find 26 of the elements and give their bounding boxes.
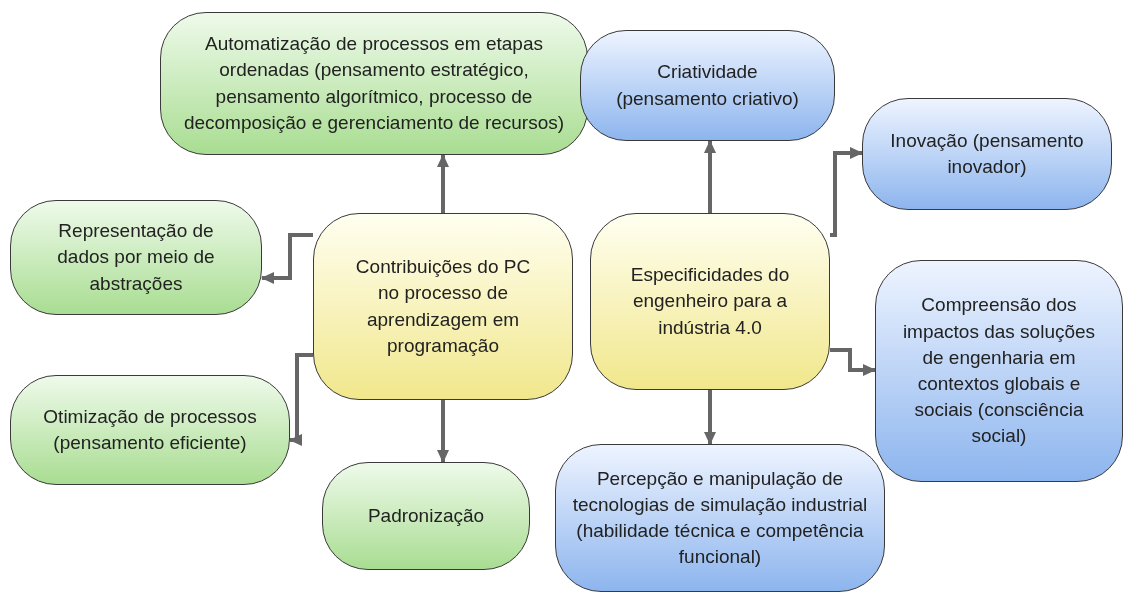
node-text: Contribuições do PC no processo de aprendizagem em programação	[354, 255, 532, 358]
node-text: Compreensão dos impactos das soluções de engenharia em contextos globais e sociais (consciência social)	[901, 293, 1097, 449]
node-text: Percepção e manipulação de tecnologias de simulação industrial (habilidade técnica e competência funcional)	[571, 466, 869, 570]
arrow	[830, 348, 876, 376]
rounded-box	[875, 260, 1123, 482]
rounded-box	[313, 213, 573, 400]
arrow	[830, 147, 863, 237]
rounded-box	[10, 200, 262, 315]
node-text: Automatização de processos em etapas ordenadas (pensamento estratégico, pensamento algorítmico, processo de decomposição e gerenciamento de recursos)	[182, 32, 566, 135]
rounded-box	[555, 444, 885, 592]
arrow	[437, 400, 449, 463]
node-text: Representação de dados por meio de abstrações	[56, 219, 216, 296]
node-text: Inovação (pensamento inovador)	[889, 128, 1085, 179]
node-text: Otimização de processos (pensamento eficiente)	[42, 404, 258, 455]
node-text: Padronização	[367, 503, 485, 528]
arrow	[437, 154, 449, 213]
node-text: Especificidades do engenheiro para a indústria 4.0	[629, 263, 791, 340]
arrow	[261, 233, 313, 284]
arrow	[289, 353, 313, 446]
rounded-box	[590, 213, 830, 390]
rounded-box	[580, 30, 835, 141]
rounded-box	[862, 98, 1112, 210]
rounded-box	[160, 12, 588, 155]
node-text: Criatividade (pensamento criativo)	[615, 60, 800, 111]
arrow	[704, 140, 716, 213]
arrow	[704, 390, 716, 445]
